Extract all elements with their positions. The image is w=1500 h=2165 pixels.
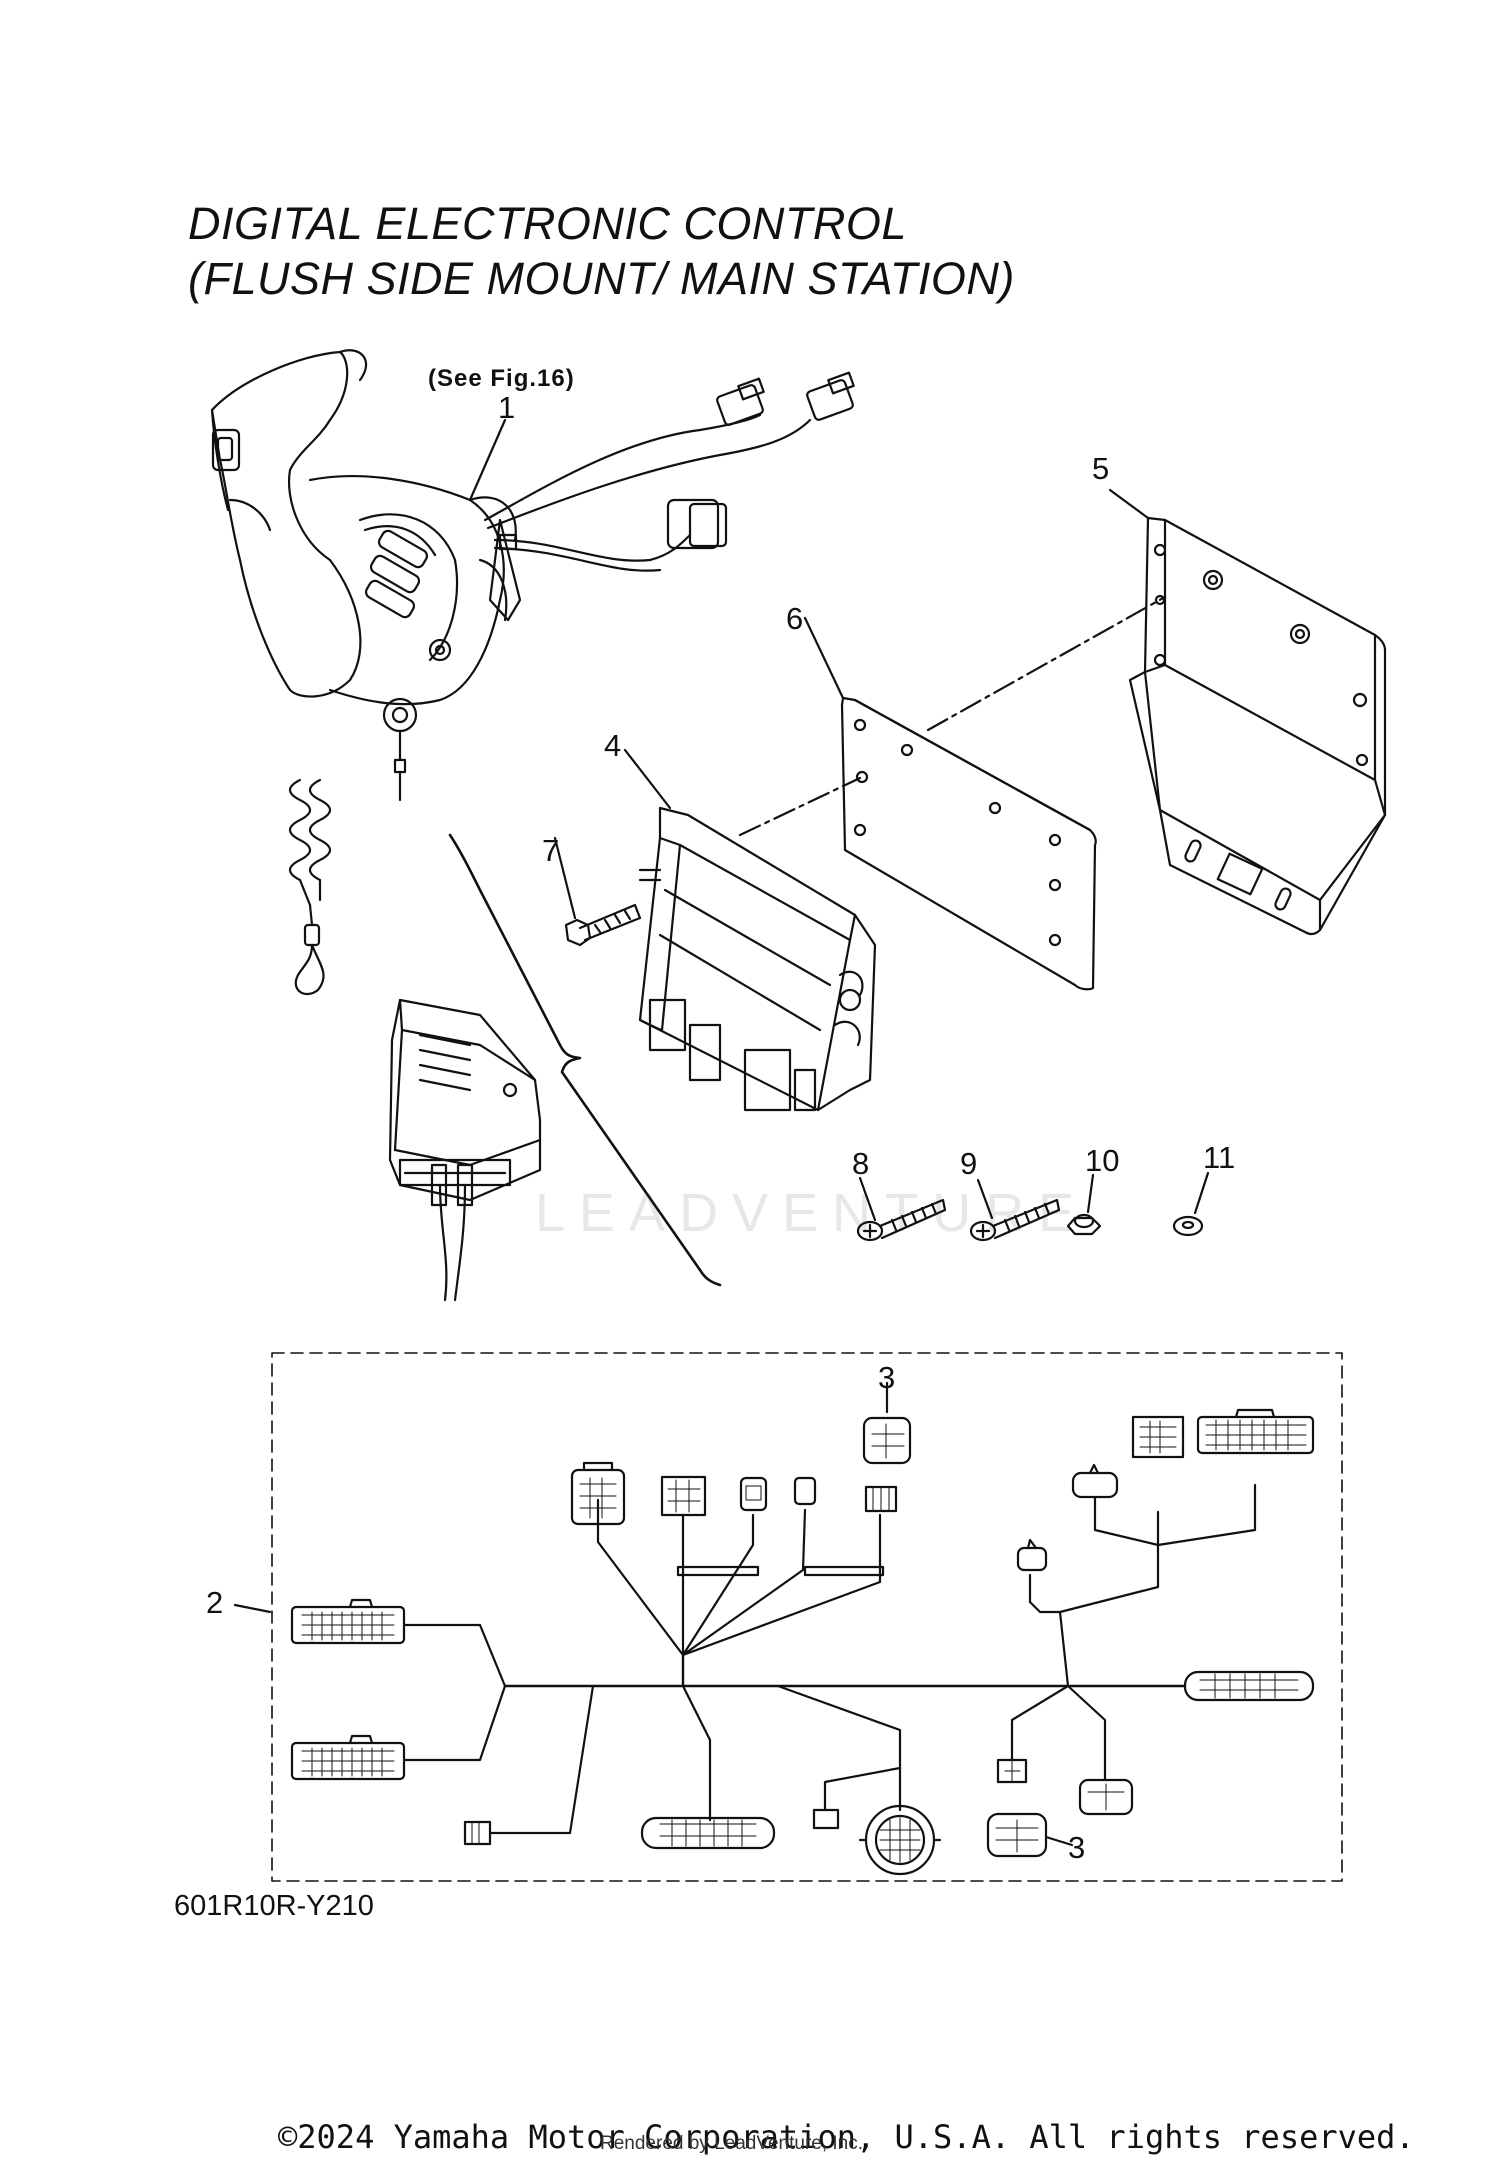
callout-part-3-top: 3 [878,1360,896,1395]
mounting-plate [740,597,1165,989]
alternate-control-unit [390,835,720,1300]
callout-part-6: 6 [786,601,804,636]
callout-part-1: 1 [498,390,516,425]
diagram-code: 601R10R-Y210 [174,1890,374,1922]
watermark-text: LEADVENTURE [535,1183,1089,1243]
callout-part-11: 11 [1203,1140,1236,1175]
remote-control-lever [212,350,854,994]
diagram-title-line1: DIGITAL ELECTRONIC CONTROL [188,198,907,249]
callout-part-5: 5 [1092,451,1110,486]
callout-part-4: 4 [604,728,622,763]
callout-part-9: 9 [960,1146,978,1181]
callout-part-3-bottom: 3 [1068,1830,1086,1865]
fasteners [555,838,1208,1240]
callout-part-7: 7 [542,833,560,868]
rendered-by-credit: Rendered by LeadVenture, Inc. [600,2133,864,2154]
callout-part-2: 2 [206,1585,224,1620]
mounting-bracket [1110,490,1385,934]
callout-part-10: 10 [1085,1143,1120,1178]
copyright-notice: ©2024 Yamaha Motor Corporation, U.S.A. A… [278,2118,1415,2156]
figure-reference-note: (See Fig.16) [428,365,575,392]
diagram-title-line2: (FLUSH SIDE MOUNT/ MAIN STATION) [188,253,1015,304]
ecu-module [625,750,875,1110]
callout-part-8: 8 [852,1146,870,1181]
wiring-harness [235,1353,1342,1881]
